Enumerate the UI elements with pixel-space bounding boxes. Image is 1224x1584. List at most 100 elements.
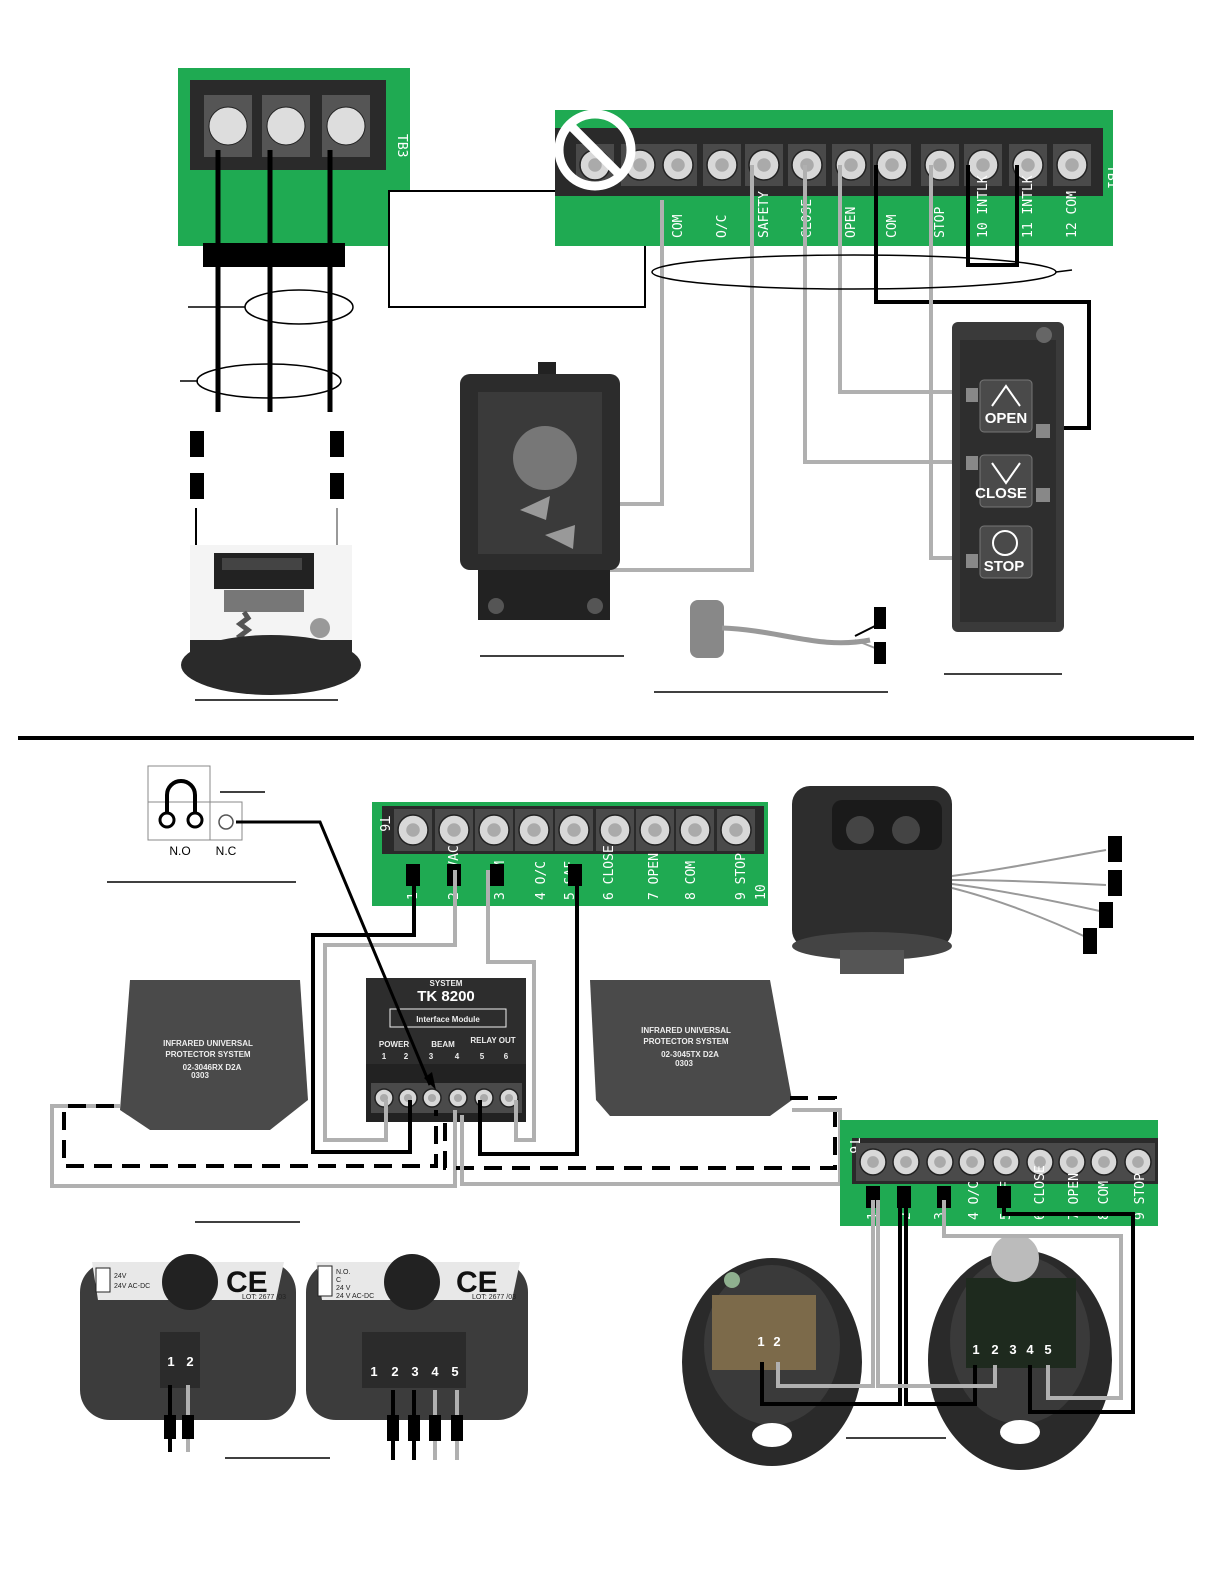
tb1-terminal — [1053, 144, 1091, 186]
module-group-beam: BEAM — [431, 1040, 455, 1049]
infrared-receiver-device: INFRARED UNIVERSAL PROTECTOR SYSTEM 02-3… — [120, 980, 308, 1130]
t6-center-terminal — [515, 809, 553, 851]
module-number: 6 — [504, 1052, 509, 1061]
wire-connector — [1108, 870, 1122, 896]
module-terminal — [471, 1083, 497, 1113]
photo-left-terminal-number: 2 — [186, 1354, 193, 1369]
tb1-terminal — [921, 144, 959, 186]
t6-right-terminal-label: 4 O/C — [967, 1181, 982, 1220]
tb3-terminal — [322, 95, 370, 157]
photo-eye-left-closeup: 24V 24V AC-DC CE LOT: 2677 /03 1 2 — [80, 1254, 296, 1420]
module-number: 1 — [382, 1052, 387, 1061]
module-system-label: SYSTEM — [430, 979, 463, 988]
module-group-power: POWER — [379, 1040, 409, 1049]
tb1-terminal-label: O/C — [715, 215, 730, 238]
t6-center-terminal-label: 10 — [754, 884, 769, 900]
photo-eye-terminal-number: 2 — [991, 1342, 998, 1357]
t6-center-terminal-label: 7 OPEN — [647, 853, 662, 900]
stop-button: STOP — [979, 525, 1033, 579]
wire-connector — [408, 1415, 420, 1441]
tb1-terminal-label: 11 INTLK — [1021, 175, 1036, 238]
t6-center-terminal — [636, 809, 674, 851]
photo-eye-wires — [760, 1200, 1135, 1414]
photo-eye-terminal-number: 2 — [773, 1334, 780, 1349]
infrared-transmitter-device: INFRARED UNIVERSAL PROTECTOR SYSTEM 02-3… — [590, 980, 792, 1116]
wire-connector — [190, 473, 204, 499]
module-number: 3 — [429, 1052, 434, 1061]
t6-right-terminal — [1023, 1143, 1057, 1181]
tb1-terminal-label: 10 INTLK — [976, 175, 991, 238]
module-terminal — [419, 1083, 445, 1113]
t6-right-terminal-label: 3 — [933, 1212, 948, 1220]
t6-center-terminal — [555, 809, 593, 851]
photo-eye-right-closeup: N.O. C 24 V 24 V AC-DC CE LOT: 2677 /03 … — [306, 1254, 528, 1420]
t6-center-id-label: T6 — [376, 816, 391, 832]
wire-connector — [1099, 902, 1113, 928]
photo-right-rating1: 24 V — [336, 1285, 351, 1292]
module-number: 4 — [455, 1052, 460, 1061]
tb1-terminal — [873, 144, 911, 186]
t6-right-terminals — [856, 1143, 1155, 1181]
tb1-terminal-label: SAFETY — [757, 191, 772, 238]
wire-connector — [1108, 836, 1122, 862]
receiver-line1: INFRARED UNIVERSAL — [163, 1039, 253, 1048]
photo-eye-terminal-number: 3 — [1009, 1342, 1016, 1357]
tb1-id-label: TB1 — [1104, 165, 1119, 188]
module-number: 2 — [404, 1052, 409, 1061]
tb1-terminal-label: COM — [671, 214, 686, 238]
cable-sheath — [203, 243, 345, 267]
limit-switch-photo — [181, 545, 361, 695]
t6-center-terminal-label: 8 COM — [684, 861, 699, 900]
photo-eye-terminal-number: 1 — [757, 1334, 764, 1349]
photo-right-ce: CE — [456, 1266, 498, 1299]
module-terminal — [496, 1083, 522, 1113]
receiver-lot: 0303 — [191, 1071, 209, 1080]
tb1-terminal-label: STOP — [933, 207, 948, 238]
t6-center-terminal-label: 4 O/C — [534, 861, 549, 900]
wire-connector — [182, 1415, 194, 1439]
stop-button-label: STOP — [984, 558, 1025, 575]
wire-connector — [451, 1415, 463, 1441]
t6-right-terminal — [1055, 1143, 1089, 1181]
wire-connector — [190, 431, 204, 457]
tb3-id-label: TB3 — [394, 134, 409, 157]
t6-right-terminal-label: 7 OPEN — [1067, 1173, 1082, 1220]
sensor-cable-photo — [690, 600, 876, 658]
photo-left-rating1: 24V — [114, 1273, 127, 1280]
photo-right-rating-no: N.O. — [336, 1269, 350, 1276]
t6-right-terminal — [889, 1143, 923, 1181]
t6-center-terminal-label: 9 STOP — [734, 853, 749, 900]
transmitter-model: 02-3045TX D2A — [661, 1050, 719, 1059]
t6-center-terminal-label: 6 CLOSE — [602, 845, 617, 900]
close-button-label: CLOSE — [975, 485, 1027, 502]
jumper-nc-label: N.C — [216, 844, 237, 858]
photo-left-rating2: 24V AC-DC — [114, 1283, 150, 1290]
wire-connector — [874, 607, 886, 629]
t6-right-terminal — [955, 1143, 989, 1181]
module-name-label: Interface Module — [416, 1015, 480, 1024]
open-button: OPEN — [979, 379, 1033, 433]
photo-left-ce: CE — [226, 1266, 268, 1299]
t6-center-terminal — [596, 809, 634, 851]
tb1-terminal-label: 12 COM — [1065, 191, 1080, 238]
photo-right-lot: LOT: 2677 /03 — [472, 1294, 516, 1301]
t6-center-terminal — [394, 809, 432, 851]
photo-left-terminal-number: 1 — [167, 1354, 174, 1369]
photo-right-rating2: 24 V AC-DC — [336, 1293, 374, 1300]
tb1-terminal-label: OPEN — [844, 207, 859, 238]
wire-connector — [937, 1186, 951, 1208]
module-model-label: TK 8200 — [417, 988, 475, 1005]
wire-connector — [330, 431, 344, 457]
wire-connector — [330, 473, 344, 499]
tb1-terminal-label: COM — [885, 214, 900, 238]
junction-box-photo — [460, 362, 620, 620]
wire-connector — [1083, 928, 1097, 954]
photo-eye-transmitter-photo: 1 2 — [682, 1258, 862, 1466]
t6-right-terminal — [1087, 1143, 1121, 1181]
open-button-label: OPEN — [985, 410, 1028, 427]
module-terminals — [371, 1083, 522, 1113]
t6-center-terminal — [435, 809, 473, 851]
tb3-board: TB3 — [178, 68, 410, 246]
photo-eye-receiver-photo: 1 2 3 4 5 — [928, 1234, 1112, 1470]
